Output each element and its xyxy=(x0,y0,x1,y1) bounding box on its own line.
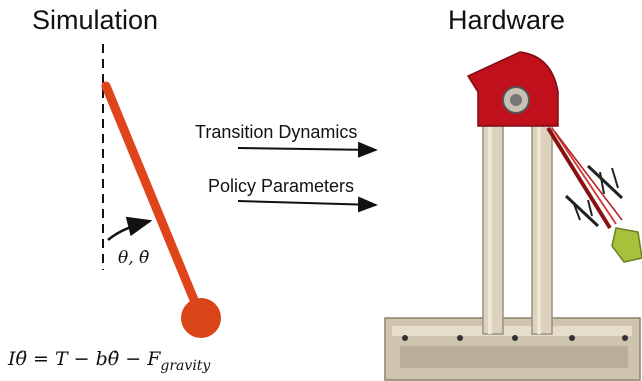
hardware-pendulum-arm xyxy=(546,126,612,230)
propeller-lower xyxy=(564,194,600,228)
policy-parameters-label: Policy Parameters xyxy=(208,176,355,196)
equation-subscript: gravity xyxy=(160,357,211,374)
dynamics-equation: Iθ̈ = T − bθ̇ − Fgravity xyxy=(8,348,210,374)
transition-dynamics-label: Transition Dynamics xyxy=(195,122,358,142)
transition-dynamics-arrow xyxy=(237,141,378,158)
simulation-title: Simulation xyxy=(32,5,159,35)
angle-arc-arrow xyxy=(107,216,153,241)
propeller-upper xyxy=(586,164,624,200)
left-post xyxy=(482,111,504,335)
hardware-title: Hardware xyxy=(448,5,566,35)
right-post xyxy=(531,111,553,335)
equation-main: Iθ̈ = T − bθ̇ − F xyxy=(8,348,161,370)
pendulum-bob xyxy=(181,298,221,338)
pendulum-rod xyxy=(101,81,204,317)
green-end-mount xyxy=(611,227,642,263)
hardware-rig-illustration xyxy=(384,51,642,381)
state-variables-label: θ, θ̇ xyxy=(118,248,150,268)
policy-parameters-arrow xyxy=(237,196,378,213)
